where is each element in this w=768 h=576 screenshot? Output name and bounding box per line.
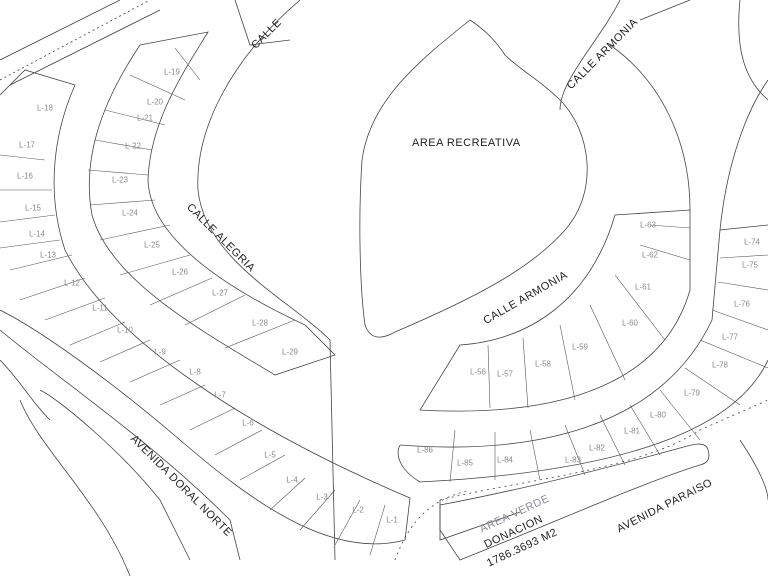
lot-label: L-23 — [111, 175, 129, 185]
lot-label: L-76 — [733, 299, 751, 309]
lot-label: L-9 — [154, 347, 166, 357]
road-edge — [439, 500, 521, 541]
lot-label: L-21 — [136, 113, 154, 123]
lot-label: L-75 — [741, 260, 759, 270]
lot-label: L-17 — [18, 140, 36, 150]
lot-label: L-25 — [143, 240, 161, 250]
lot-label: L-28 — [251, 318, 269, 328]
lot-label: L-2 — [352, 505, 364, 515]
lot-block-west — [0, 69, 411, 545]
road-edge — [19, 399, 131, 576]
lot-label: L-26 — [171, 267, 189, 277]
lot-label: L-20 — [146, 97, 164, 107]
lot-label: L-6 — [242, 418, 254, 428]
road-edge — [0, 359, 51, 421]
lot-label: L-61 — [634, 282, 652, 292]
lot-label: L-59 — [571, 342, 589, 352]
lot-label: L-10 — [116, 325, 134, 335]
road-edge — [738, 0, 768, 101]
lot-label: L-78 — [711, 360, 729, 370]
lot-label: L-12 — [63, 278, 81, 288]
road-edge — [394, 489, 471, 561]
road-edge — [559, 0, 621, 111]
lot-label: L-81 — [623, 426, 641, 436]
lot-dividers — [0, 47, 768, 556]
road-edge — [39, 389, 191, 561]
lot-label: L-82 — [588, 443, 606, 453]
lot-label: L-74 — [743, 237, 761, 247]
lot-label: L-63 — [639, 220, 657, 230]
area-recreativa-boundary — [359, 19, 588, 338]
lot-label: L-29 — [281, 347, 299, 357]
road-edge — [9, 9, 161, 86]
road-edge — [234, 0, 291, 46]
lot-label: L-80 — [649, 410, 667, 420]
lot-label: L-24 — [121, 208, 139, 218]
lot-block-right-inner — [419, 209, 691, 412]
lot-block-right-outer — [397, 224, 768, 483]
lot-label: L-83 — [564, 455, 582, 465]
lot-label: L-57 — [496, 369, 514, 379]
lot-label: L-56 — [469, 367, 487, 377]
road-edge — [639, 0, 691, 21]
lot-label: L-85 — [456, 458, 474, 468]
road-edge — [0, 0, 151, 81]
road-edge — [197, 0, 336, 561]
lot-label: L-3 — [316, 492, 328, 502]
road-edge — [439, 399, 768, 501]
lot-label: L-4 — [286, 475, 298, 485]
road-edge — [0, 0, 121, 61]
lot-label: L-86 — [416, 445, 434, 455]
lot-label: L-19 — [163, 67, 181, 77]
lot-label: L-8 — [189, 367, 201, 377]
lot-label: L-7 — [214, 390, 226, 400]
lot-label: L-84 — [496, 455, 514, 465]
lot-label: L-58 — [534, 359, 552, 369]
road-edge — [739, 439, 768, 501]
lot-label: L-14 — [28, 229, 46, 239]
lot-label: L-27 — [211, 288, 229, 298]
area-recreativa-label: AREA RECREATIVA — [412, 137, 521, 149]
road-median — [439, 443, 710, 561]
lot-label: L-79 — [683, 388, 701, 398]
lot-label: L-13 — [39, 250, 57, 260]
lot-label: L-22 — [124, 141, 142, 151]
lot-label: L-1 — [386, 515, 398, 525]
road-edge — [719, 79, 768, 231]
lot-label: L-5 — [264, 450, 276, 460]
road-edge — [0, 329, 241, 561]
lot-label: L-16 — [16, 171, 34, 181]
lot-block-inner — [88, 31, 336, 376]
lot-label: L-77 — [721, 332, 739, 342]
lot-label: L-60 — [621, 318, 639, 328]
lot-label: L-11 — [92, 303, 108, 313]
lot-label: L-15 — [24, 203, 42, 213]
lot-label: L-18 — [36, 103, 54, 113]
road-edge — [609, 44, 691, 211]
lot-label: L-62 — [641, 250, 659, 260]
